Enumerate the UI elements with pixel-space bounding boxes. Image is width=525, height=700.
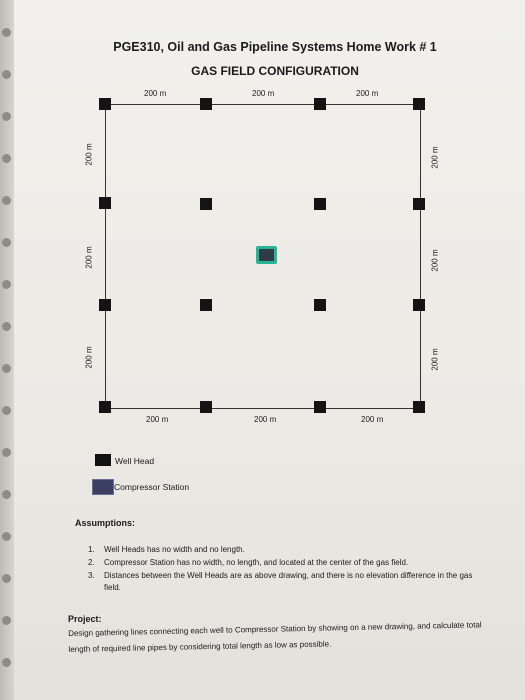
well-head bbox=[200, 401, 212, 413]
list-text: Distances between the Well Heads are as … bbox=[104, 571, 473, 592]
well-head bbox=[200, 299, 212, 311]
project-heading: Project: bbox=[68, 614, 102, 624]
list-item: 3. Distances between the Well Heads are … bbox=[88, 570, 488, 594]
well-head bbox=[314, 299, 326, 311]
top-dimension-label: 200 m bbox=[356, 89, 379, 98]
well-head bbox=[200, 198, 212, 210]
diagram-title: GAS FIELD CONFIGURATION bbox=[191, 64, 359, 78]
well-head bbox=[413, 98, 425, 110]
right-dimension-label: 200 m bbox=[430, 249, 440, 272]
legend-compressor-symbol bbox=[92, 479, 114, 495]
binder-hole bbox=[2, 112, 11, 121]
well-head bbox=[413, 299, 425, 311]
binder-hole bbox=[2, 448, 11, 457]
left-dimension-label: 200 m bbox=[84, 346, 94, 369]
binder-hole bbox=[2, 616, 11, 625]
binding-strip bbox=[0, 0, 14, 700]
well-head bbox=[314, 98, 326, 110]
binder-hole bbox=[2, 364, 11, 373]
binder-hole bbox=[2, 658, 11, 667]
bottom-dimension-label: 200 m bbox=[254, 415, 277, 424]
well-head bbox=[413, 401, 425, 413]
list-number: 3. bbox=[88, 571, 95, 580]
binder-hole bbox=[2, 574, 11, 583]
binder-hole bbox=[2, 28, 11, 37]
list-number: 1. bbox=[88, 545, 95, 554]
assumptions-heading: Assumptions: bbox=[75, 518, 136, 528]
list-item: 2. Compressor Station has no width, no l… bbox=[88, 557, 488, 569]
compressor-station bbox=[256, 246, 277, 264]
bottom-dimension-label: 200 m bbox=[361, 415, 384, 424]
well-head bbox=[99, 401, 111, 413]
well-head bbox=[314, 198, 326, 210]
project-description: Design gathering lines connecting each w… bbox=[68, 620, 482, 654]
well-head bbox=[314, 401, 326, 413]
list-text: Well Heads has no width and no length. bbox=[104, 545, 245, 554]
right-dimension-label: 200 m bbox=[430, 348, 440, 371]
bottom-dimension-label: 200 m bbox=[146, 415, 169, 424]
gas-field-boundary bbox=[105, 104, 421, 409]
binder-hole bbox=[2, 490, 11, 499]
assumptions-list: 1. Well Heads has no width and no length… bbox=[88, 544, 488, 594]
well-head bbox=[99, 299, 111, 311]
well-head bbox=[99, 98, 111, 110]
list-text: Compressor Station has no width, no leng… bbox=[104, 558, 409, 567]
left-dimension-label: 200 m bbox=[84, 143, 94, 166]
well-head bbox=[200, 98, 212, 110]
page-title: PGE310, Oil and Gas Pipeline Systems Hom… bbox=[113, 40, 437, 54]
binder-hole bbox=[2, 154, 11, 163]
legend-compressor-label: Compressor Station bbox=[114, 482, 190, 492]
binder-hole bbox=[2, 322, 11, 331]
legend-well-head-label: Well Head bbox=[115, 456, 155, 466]
legend-well-head-symbol bbox=[95, 454, 111, 466]
well-head bbox=[413, 198, 425, 210]
left-dimension-label: 200 m bbox=[84, 246, 94, 269]
top-dimension-label: 200 m bbox=[144, 89, 167, 98]
well-head bbox=[99, 197, 111, 209]
binder-hole bbox=[2, 406, 11, 415]
binder-hole bbox=[2, 196, 11, 205]
binder-hole bbox=[2, 70, 11, 79]
binder-hole bbox=[2, 280, 11, 289]
right-dimension-label: 200 m bbox=[430, 146, 440, 169]
binder-hole bbox=[2, 238, 11, 247]
top-dimension-label: 200 m bbox=[252, 89, 275, 98]
binder-hole bbox=[2, 532, 11, 541]
list-number: 2. bbox=[88, 558, 95, 567]
list-item: 1. Well Heads has no width and no length… bbox=[88, 544, 488, 556]
